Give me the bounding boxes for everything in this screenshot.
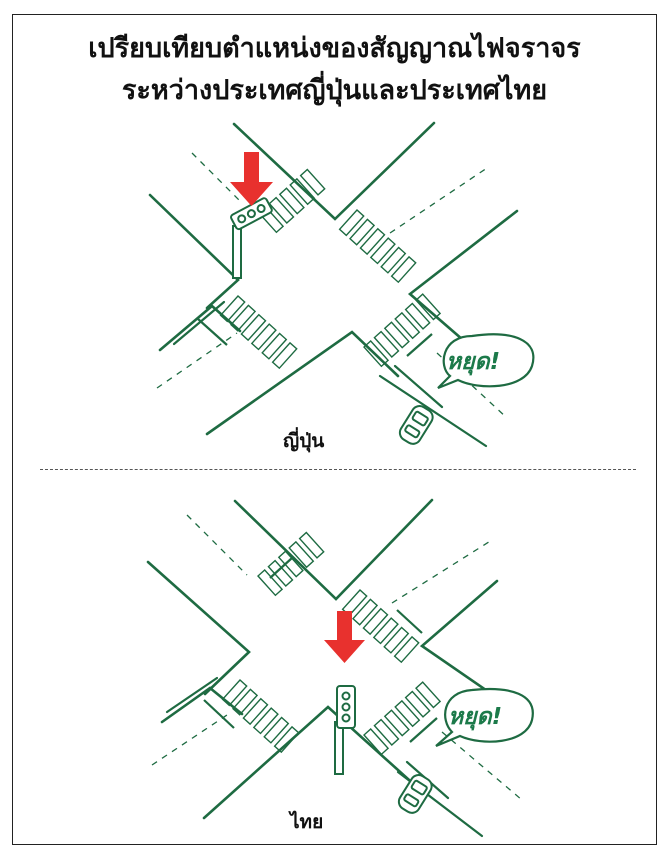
crosswalks — [221, 531, 442, 756]
curb-top-left — [148, 193, 240, 310]
curb-top-right — [233, 498, 434, 601]
car-icon — [398, 405, 434, 445]
caption-thailand: ไทย — [290, 811, 324, 833]
curb-left-lower — [160, 686, 244, 724]
curb-top-left — [146, 560, 251, 696]
curb-bottom — [202, 705, 420, 820]
panel-thailand: หยุด! ไทย — [12, 480, 657, 845]
title-line-1: เปรียบเทียบตำแหน่งของสัญญาณไฟจราจร — [88, 33, 581, 64]
divider — [40, 469, 636, 470]
intersection-diagram-thailand: หยุด! — [146, 498, 534, 838]
car-icon — [397, 774, 433, 814]
caption-japan: ญี่ปุ่น — [283, 430, 325, 452]
title-line-2: ระหว่างประเทศญี่ปุ่นและประเทศไทย — [121, 75, 548, 106]
panel-japan: หยุด! ญี่ปุ่น — [12, 118, 657, 463]
arrow-down-icon — [230, 152, 273, 206]
curb-right — [419, 579, 514, 710]
intersection-diagram-japan: หยุด! — [148, 121, 535, 448]
traffic-light-japan — [230, 197, 273, 279]
arrow-down-icon — [324, 611, 365, 663]
stop-text-thailand: หยุด! — [448, 704, 502, 731]
traffic-light-thailand — [334, 685, 356, 775]
figure-frame — [12, 14, 657, 845]
curb-bottom — [205, 330, 400, 436]
stop-text-japan: หยุด! — [446, 349, 500, 376]
curb-top-right — [232, 121, 436, 221]
crosswalks — [219, 168, 442, 370]
speech-bubble — [435, 687, 534, 748]
speech-bubble — [437, 333, 535, 390]
curb-left-lower — [158, 304, 242, 352]
